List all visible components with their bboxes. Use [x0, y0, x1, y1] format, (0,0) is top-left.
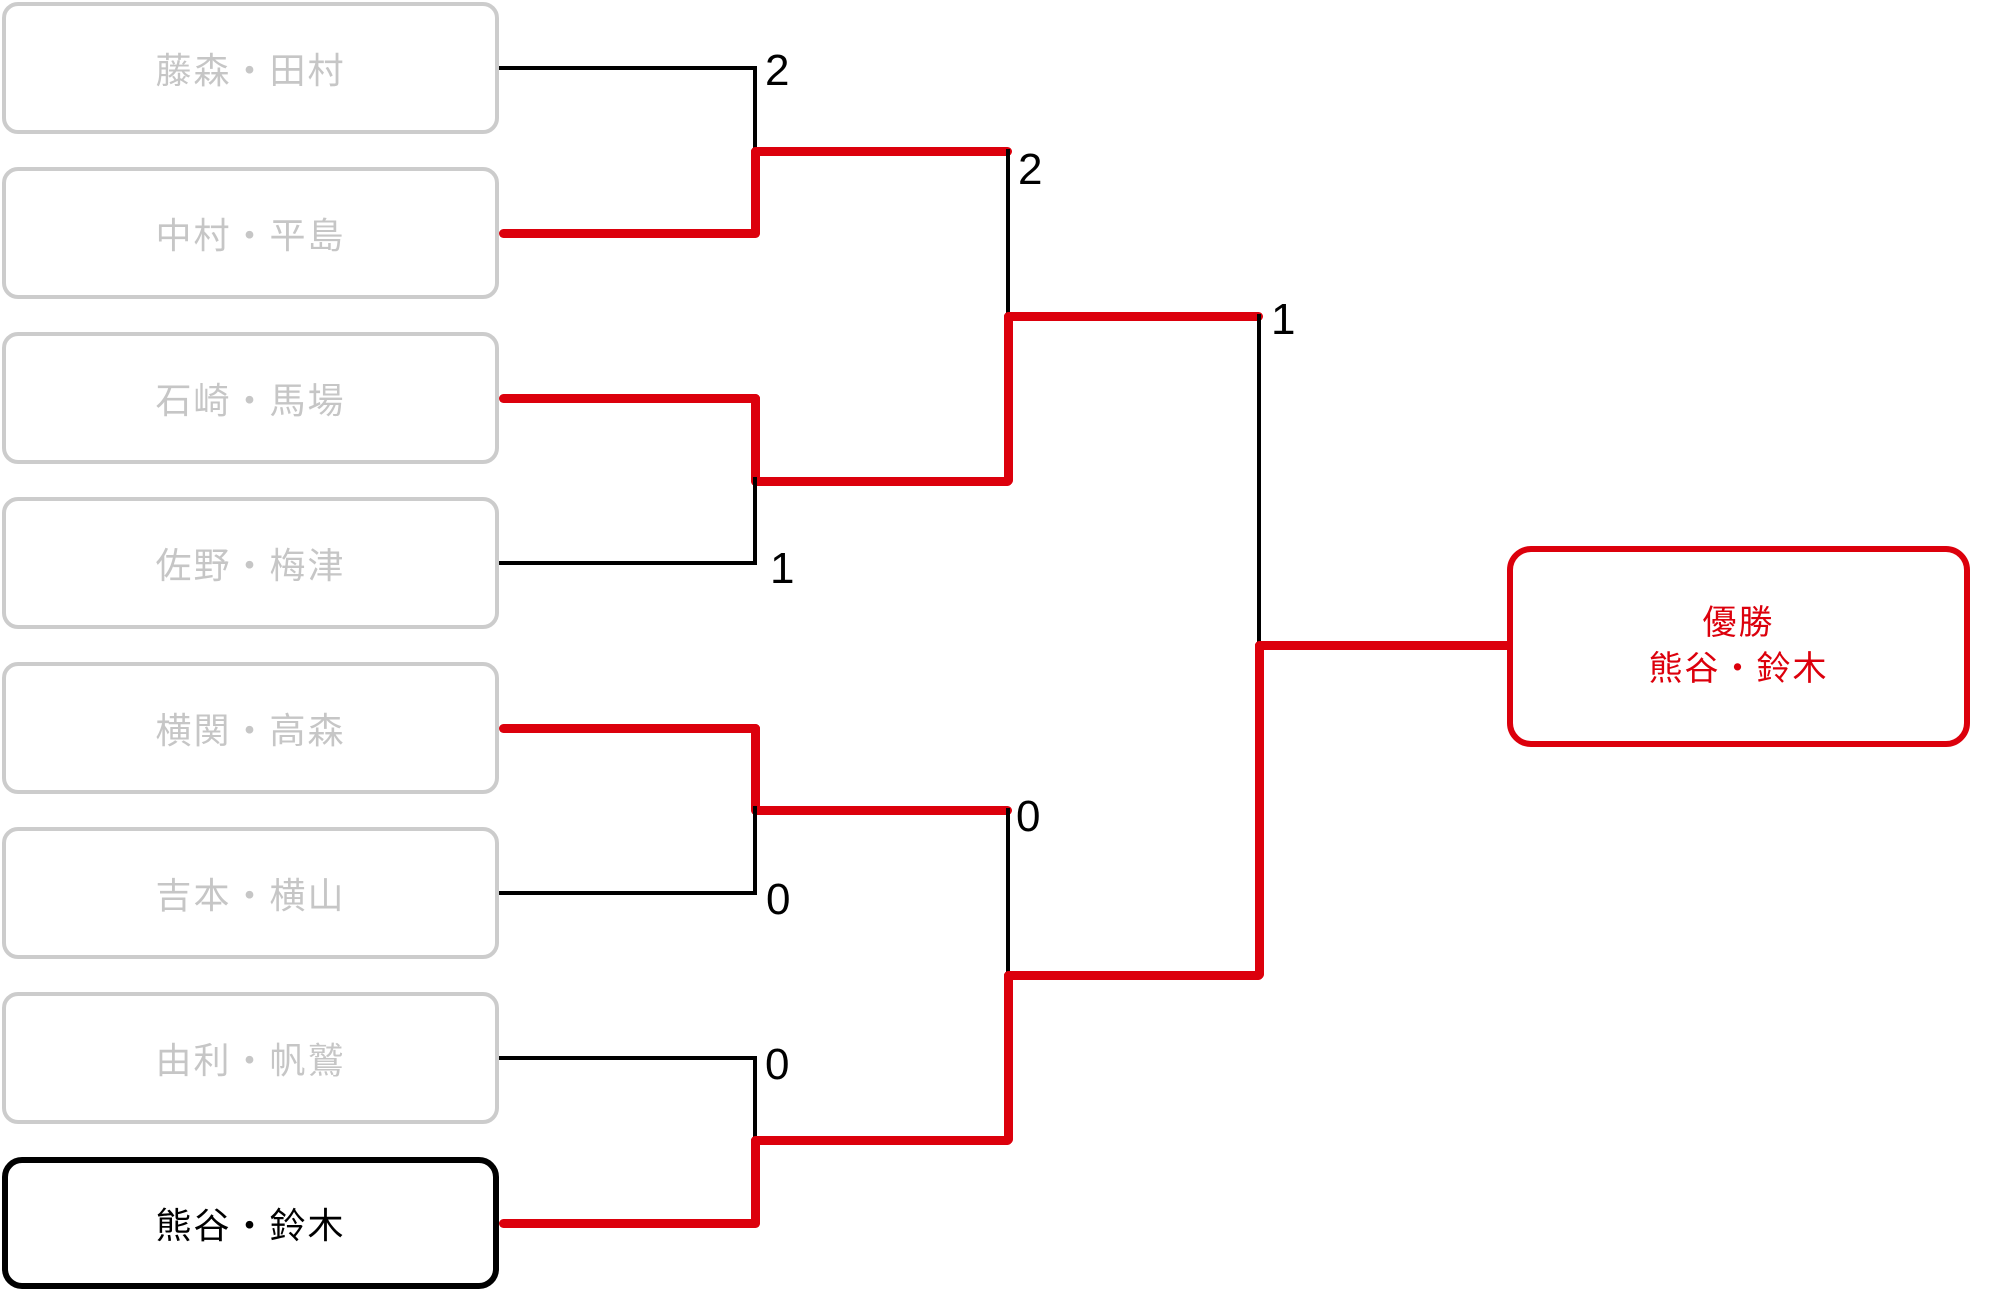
qf1-loser-vert	[753, 66, 757, 155]
qf1-winner-line	[499, 229, 760, 238]
score-sf1: 2	[1018, 145, 1043, 194]
score-qf4: 0	[765, 1040, 790, 1089]
qf4-winner-out	[751, 1136, 1012, 1145]
sf2-winner-vert	[1004, 971, 1013, 1144]
qf3-winner-out	[751, 806, 1012, 815]
team-box-6: 吉本・横山	[2, 827, 499, 959]
sf1-loser-vert	[1006, 149, 1010, 316]
qf4-winner-line	[499, 1219, 760, 1228]
score-qf1: 2	[765, 46, 790, 95]
champion-box: 優勝 熊谷・鈴木	[1507, 546, 1970, 747]
sf2-winner-out	[1004, 971, 1263, 980]
score-qf3: 0	[766, 875, 791, 924]
score-sf2: 0	[1016, 792, 1041, 841]
qf2-winner-vert	[751, 394, 760, 485]
team-box-1: 藤森・田村	[2, 2, 499, 134]
qf4-loser-line	[499, 1056, 757, 1060]
qf3-loser-vert	[753, 806, 757, 895]
qf3-winner-vert	[751, 724, 760, 814]
score-qf2: 1	[770, 544, 795, 593]
team-box-7: 由利・帆鷲	[2, 992, 499, 1124]
team-box-3: 石崎・馬場	[2, 332, 499, 464]
sf1-winner-vert	[1004, 312, 1013, 485]
sf2-loser-vert	[1006, 808, 1010, 975]
qf2-loser-line	[499, 561, 757, 565]
team-box-4: 佐野・梅津	[2, 497, 499, 629]
qf3-loser-line	[499, 891, 757, 895]
sf1-winner-out	[1004, 312, 1263, 321]
final-winner-out	[1255, 641, 1513, 650]
qf1-winner-vert	[751, 147, 760, 237]
champion-label: 優勝	[1702, 603, 1775, 642]
team-box-2: 中村・平島	[2, 167, 499, 299]
qf1-winner-out	[751, 147, 1012, 156]
team-box-5: 横関・高森	[2, 662, 499, 794]
final-loser-vert	[1257, 314, 1261, 645]
qf2-loser-vert	[753, 477, 757, 565]
qf2-winner-line	[499, 394, 760, 403]
team-box-8-champion: 熊谷・鈴木	[2, 1157, 499, 1289]
champion-name: 熊谷・鈴木	[1648, 649, 1829, 688]
qf3-winner-line	[499, 724, 760, 733]
qf1-loser-line	[499, 66, 757, 70]
score-final: 1	[1271, 295, 1296, 344]
qf2-winner-out	[751, 477, 1012, 486]
qf4-winner-vert	[751, 1136, 760, 1227]
qf4-loser-vert	[753, 1056, 757, 1140]
final-winner-vert	[1255, 641, 1264, 979]
